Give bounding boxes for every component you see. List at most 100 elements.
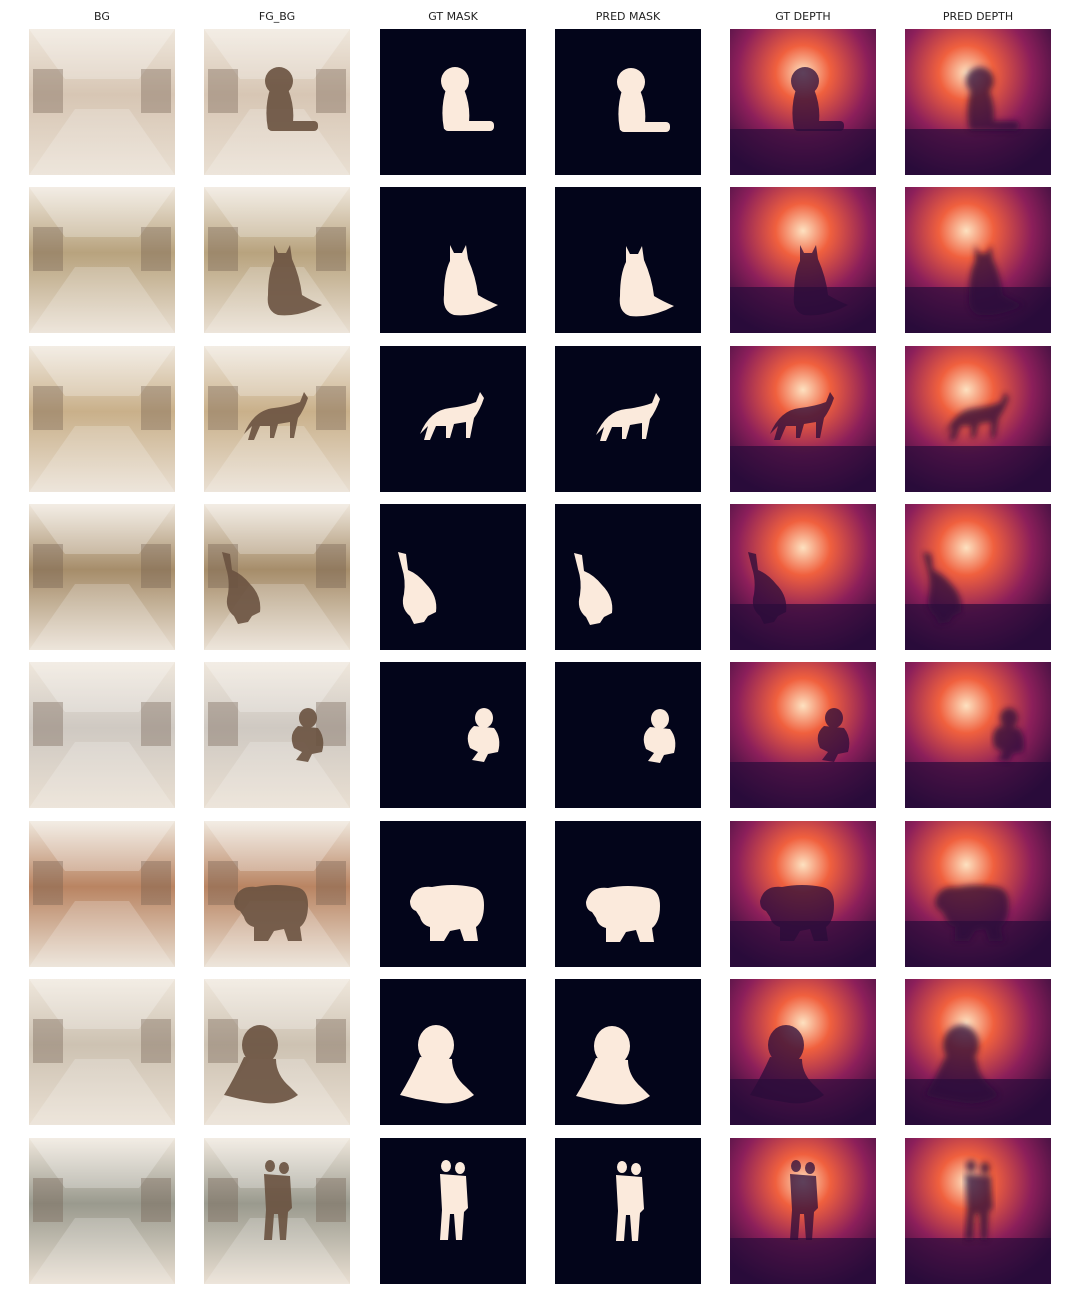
bg-image-row-7 — [29, 979, 175, 1125]
pred-depth-graphic — [905, 662, 1051, 808]
pred-mask-row-6 — [555, 821, 701, 967]
ceiling-shape — [29, 979, 175, 1029]
depth-floor — [730, 1238, 876, 1284]
shop-front-right — [141, 1019, 171, 1063]
shop-front-left — [33, 1178, 63, 1222]
pred-depth-row-3 — [905, 346, 1051, 492]
gt-depth-row-3 — [730, 346, 876, 492]
mask-silhouette — [643, 709, 676, 763]
floor-shape — [29, 267, 175, 333]
floor-shape — [29, 1218, 175, 1284]
gt-depth-graphic — [730, 346, 876, 492]
floor-shape — [204, 1218, 350, 1284]
gt-mask-row-8 — [380, 1138, 526, 1284]
fg-bg-image-row-1 — [204, 29, 350, 175]
pred-depth-graphic — [905, 821, 1051, 967]
ceiling-shape — [29, 187, 175, 237]
gt-mask-graphic — [380, 29, 526, 175]
gt-mask-row-5 — [380, 662, 526, 808]
pred-mask-row-5 — [555, 662, 701, 808]
floor-shape — [204, 742, 350, 808]
mask-silhouette — [574, 553, 613, 625]
gt-mask-row-4 — [380, 504, 526, 650]
gt-mask-graphic — [380, 1138, 526, 1284]
ceiling-shape — [204, 979, 350, 1029]
fg-bg-image-row-6 — [204, 821, 350, 967]
gt-depth-graphic — [730, 187, 876, 333]
ceiling-shape — [29, 821, 175, 871]
bg-image-graphic — [29, 662, 175, 808]
gt-mask-row-2 — [380, 187, 526, 333]
mask-silhouette — [420, 392, 484, 440]
gt-depth-row-6 — [730, 821, 876, 967]
pred-mask-graphic — [555, 504, 701, 650]
ceiling-shape — [29, 662, 175, 712]
shop-front-left — [33, 861, 63, 905]
ceiling-shape — [29, 504, 175, 554]
mask-background — [380, 504, 526, 650]
depth-subject — [790, 1160, 818, 1240]
fg-bg-image-row-3 — [204, 346, 350, 492]
pred-mask-graphic — [555, 187, 701, 333]
gt-depth-row-2 — [730, 187, 876, 333]
bg-image-graphic — [29, 504, 175, 650]
pred-depth-row-1 — [905, 29, 1051, 175]
mask-silhouette — [596, 393, 660, 441]
depth-subject — [748, 552, 787, 624]
depth-subject — [793, 245, 848, 316]
scene-background — [29, 504, 175, 650]
depth-subject — [945, 392, 1009, 440]
shop-front-left — [208, 69, 238, 113]
fg-bg-image-row-8 — [204, 1138, 350, 1284]
mask-silhouette — [586, 886, 660, 942]
gt-depth-graphic — [730, 979, 876, 1125]
floor-shape — [29, 584, 175, 650]
bg-image-row-4 — [29, 504, 175, 650]
shop-front-right — [316, 69, 346, 113]
mask-silhouette — [616, 1161, 644, 1241]
depth-floor — [905, 604, 1051, 650]
ceiling-shape — [204, 187, 350, 237]
ceiling-shape — [204, 29, 350, 79]
pred-depth-graphic — [905, 187, 1051, 333]
pred-depth-graphic — [905, 346, 1051, 492]
scene-background — [29, 187, 175, 333]
mask-silhouette — [467, 708, 500, 762]
depth-subject — [935, 885, 1009, 941]
gt-depth-graphic — [730, 29, 876, 175]
bg-image-row-1 — [29, 29, 175, 175]
depth-floor — [730, 762, 876, 808]
subject-person-crouching — [222, 552, 261, 624]
bg-image-graphic — [29, 979, 175, 1125]
depth-floor — [905, 762, 1051, 808]
gt-depth-row-4 — [730, 504, 876, 650]
subject-bear — [234, 885, 308, 941]
shop-front-right — [141, 227, 171, 271]
gt-depth-row-1 — [730, 29, 876, 175]
shop-front-right — [316, 1019, 346, 1063]
depth-floor — [730, 446, 876, 492]
subject-fox — [244, 392, 308, 440]
shop-front-right — [141, 69, 171, 113]
floor-shape — [29, 901, 175, 967]
column-title-pred-depth: PRED DEPTH — [942, 10, 1014, 23]
shop-front-left — [33, 1019, 63, 1063]
mask-silhouette — [443, 245, 498, 316]
pred-mask-graphic — [555, 346, 701, 492]
shop-front-right — [316, 227, 346, 271]
subject-two-people — [264, 1160, 292, 1240]
ceiling-shape — [204, 821, 350, 871]
subject-cat-sitting — [267, 245, 322, 316]
scene-background — [29, 821, 175, 967]
pred-depth-row-4 — [905, 504, 1051, 650]
ceiling-shape — [204, 504, 350, 554]
gt-depth-row-5 — [730, 662, 876, 808]
bg-image-row-5 — [29, 662, 175, 808]
column-title-pred-mask: PRED MASK — [595, 10, 661, 23]
pred-depth-graphic — [905, 504, 1051, 650]
shop-front-left — [33, 544, 63, 588]
shop-front-right — [141, 702, 171, 746]
shop-front-right — [141, 386, 171, 430]
pred-depth-row-6 — [905, 821, 1051, 967]
fg-bg-image-row-4 — [204, 504, 350, 650]
